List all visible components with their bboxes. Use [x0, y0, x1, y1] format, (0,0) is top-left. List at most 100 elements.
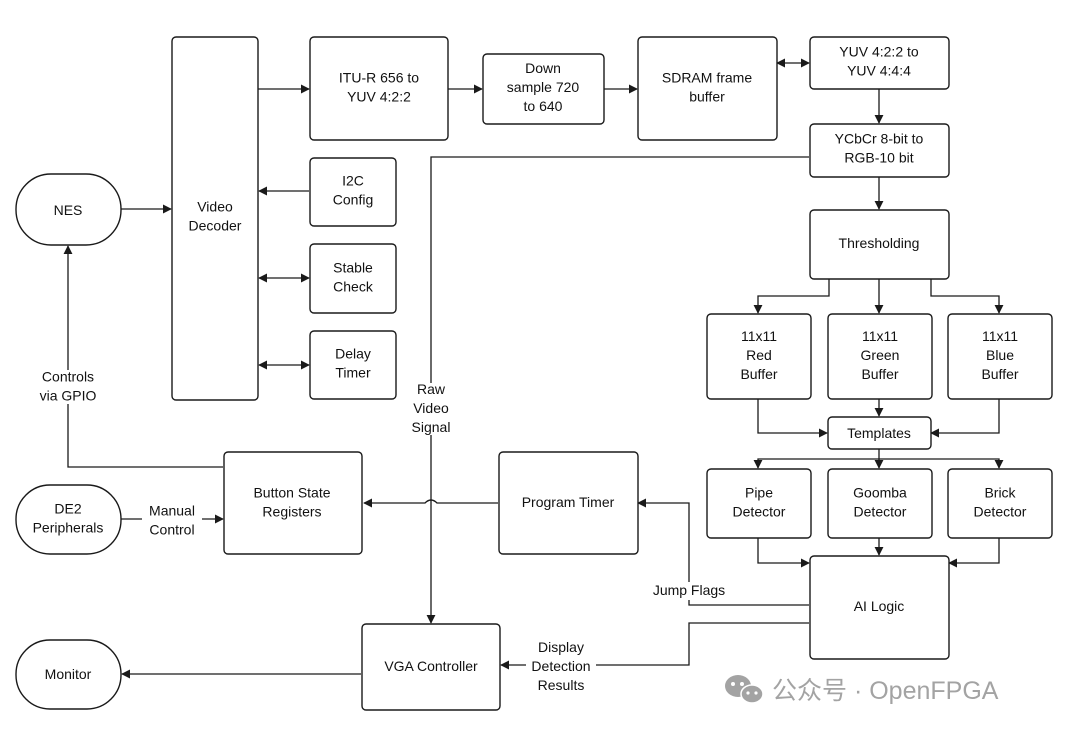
- text-line: Detection: [531, 658, 590, 674]
- text-line: YUV 4:2:2: [347, 89, 411, 105]
- text-line: to 640: [524, 98, 563, 114]
- text-line: Registers: [262, 504, 321, 520]
- text-line: Raw: [417, 381, 446, 397]
- svg-text:Jump Flags: Jump Flags: [653, 582, 725, 598]
- text-line: Controls: [42, 369, 94, 385]
- text-line: I2C: [342, 173, 364, 189]
- raw-video-arrow: [426, 156, 809, 624]
- text-line: NES: [54, 202, 83, 218]
- text-line: Detector: [974, 504, 1027, 520]
- text-line: Display: [538, 639, 584, 655]
- ycbcr-to-rgb-block: YCbCr 8-bit to RGB-10 bit: [809, 123, 950, 178]
- monitor-terminal: Monitor: [15, 639, 122, 710]
- text-line: Timer: [335, 365, 371, 381]
- text-line: Control: [149, 522, 194, 538]
- svg-text:NES: NES: [54, 202, 83, 218]
- red-to-templates-arrow: [757, 399, 828, 438]
- text-line: Stable: [333, 260, 373, 276]
- text-line: Signal: [412, 419, 451, 435]
- text-line: Green: [861, 347, 900, 363]
- text-line: Buffer: [861, 366, 898, 382]
- text-line: Decoder: [189, 218, 242, 234]
- templates-to-brick-arrow: [879, 458, 1004, 469]
- threshold-to-blue-arrow: [930, 279, 1004, 314]
- text-line: Monitor: [45, 666, 92, 682]
- text-line: Program Timer: [522, 494, 615, 510]
- text-line: Goomba: [853, 485, 907, 501]
- text-line: RGB-10 bit: [844, 150, 913, 166]
- text-line: 11x11: [862, 328, 898, 344]
- text-line: Thresholding: [839, 235, 920, 251]
- vga-controller-block: VGA Controller: [361, 623, 501, 711]
- text-line: Check: [333, 279, 374, 295]
- text-line: via GPIO: [40, 388, 97, 404]
- text-line: Jump Flags: [653, 582, 725, 598]
- watermark: 公众号 · OpenFPGA: [725, 675, 999, 705]
- svg-text:AI Logic: AI Logic: [854, 598, 905, 614]
- nes-terminal: NES: [15, 173, 122, 246]
- blue-to-templates-arrow: [930, 399, 1000, 438]
- watermark-text: 公众号 · OpenFPGA: [772, 677, 999, 705]
- text-line: YCbCr 8-bit to: [835, 131, 924, 147]
- text-line: ITU-R 656 to: [339, 70, 419, 86]
- text-line: Results: [538, 677, 585, 693]
- text-line: Detector: [733, 504, 786, 520]
- text-line: Down: [525, 60, 561, 76]
- ai-logic-block: AI Logic: [809, 555, 950, 660]
- controls-via-gpio-label: Controls via GPIO: [28, 369, 108, 404]
- text-line: Peripherals: [33, 520, 104, 536]
- text-line: Video: [197, 199, 233, 215]
- text-line: Buffer: [740, 366, 777, 382]
- connectors: [63, 58, 1004, 679]
- text-line: Blue: [986, 347, 1014, 363]
- thresholding-block: Thresholding: [809, 209, 950, 280]
- templates-to-pipe-arrow: [753, 458, 879, 469]
- text-line: Templates: [847, 425, 911, 441]
- wechat-icon: [725, 675, 764, 704]
- svg-text:Templates: Templates: [847, 425, 911, 441]
- text-line: Red: [746, 347, 772, 363]
- text-line: 11x11: [741, 328, 777, 344]
- text-line: Button State: [253, 485, 330, 501]
- program-timer-block: Program Timer: [498, 451, 639, 555]
- text-line: Manual: [149, 503, 195, 519]
- svg-text:Monitor: Monitor: [45, 666, 92, 682]
- itu-r-656-block: ITU-R 656 to YUV 4:2:2: [309, 36, 449, 141]
- brick-to-ai-arrow: [948, 538, 1000, 568]
- pipe-to-ai-arrow: [757, 538, 810, 568]
- jump-flags-arrow: [637, 498, 809, 606]
- text-line: YUV 4:4:4: [847, 63, 911, 79]
- text-line: 11x11: [982, 328, 1018, 344]
